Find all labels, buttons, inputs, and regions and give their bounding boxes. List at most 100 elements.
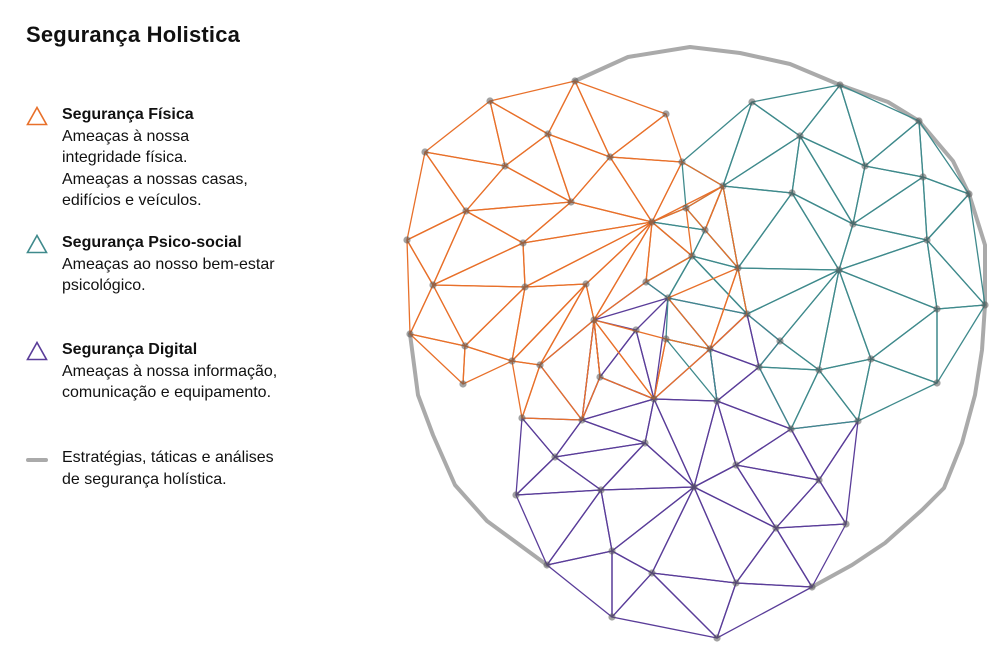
mesh-triangle <box>722 185 793 269</box>
line-icon <box>26 458 48 462</box>
legend-item-digital: Segurança Digital Ameaças à nossa inform… <box>26 339 356 404</box>
mesh-triangle <box>515 417 556 496</box>
mesh-node <box>596 373 604 381</box>
mesh-node <box>521 283 529 291</box>
mesh-triangle <box>704 185 739 269</box>
mesh-triangle <box>521 364 583 421</box>
mesh-node <box>648 218 656 226</box>
mesh-triangle <box>737 192 840 271</box>
mesh-triangle <box>746 269 840 342</box>
mesh-triangle <box>653 338 711 400</box>
mesh-triangle <box>735 464 820 529</box>
mesh-node <box>849 220 857 228</box>
mesh-triangle <box>522 201 653 244</box>
mesh-triangle <box>645 255 693 299</box>
legend-line: edifícios e veículos. <box>62 192 202 209</box>
mesh-node <box>536 361 544 369</box>
mesh-triangle <box>791 192 854 271</box>
mesh-triangle <box>432 242 526 288</box>
mesh-node <box>867 355 875 363</box>
mesh-node <box>690 483 698 491</box>
mesh-node <box>981 301 989 309</box>
mesh-node <box>965 190 973 198</box>
mesh-triangle <box>651 207 693 257</box>
mesh-triangle <box>722 135 801 194</box>
mesh-node <box>713 397 721 405</box>
mesh-psychosocial <box>645 84 986 430</box>
mesh-triangle <box>838 223 928 271</box>
mesh-triangle <box>609 113 683 163</box>
triangle-icon <box>26 341 48 361</box>
mesh-node <box>590 316 598 324</box>
mesh-node <box>543 561 551 569</box>
legend-line: Ameaças a nossas casas, <box>62 170 248 188</box>
mesh-node <box>501 162 509 170</box>
mesh-node <box>719 182 727 190</box>
mesh-triangle <box>926 239 986 310</box>
mesh-node <box>662 335 670 343</box>
mesh-triangle <box>737 267 840 315</box>
mesh-node <box>808 583 816 591</box>
mesh-node <box>582 280 590 288</box>
mesh-triangle <box>716 400 792 466</box>
mesh-node <box>544 130 552 138</box>
mesh-triangle <box>611 486 695 574</box>
mesh-triangle <box>922 176 970 241</box>
mesh-node <box>755 363 763 371</box>
mesh-triangle <box>791 135 854 225</box>
mesh-triangle <box>775 479 847 529</box>
mesh-triangle <box>709 348 760 402</box>
mesh-triangle <box>818 358 872 422</box>
mesh-node <box>608 547 616 555</box>
mesh-node <box>861 162 869 170</box>
mesh-node <box>776 337 784 345</box>
mesh-triangle <box>704 185 739 269</box>
mesh-triangle <box>465 165 572 212</box>
legend-text: Estratégias, táticas e análises de segur… <box>62 447 356 490</box>
legend-item-physical: Segurança Física Ameaças à nossa integri… <box>26 104 356 212</box>
mesh-triangle <box>799 84 866 167</box>
mesh-node <box>650 395 658 403</box>
mesh-node <box>486 97 494 105</box>
mesh-triangle <box>465 201 572 244</box>
mesh-node <box>835 266 843 274</box>
mesh-triangle <box>462 345 513 385</box>
mesh-node <box>678 158 686 166</box>
mesh-triangle <box>751 84 841 137</box>
mesh-triangle <box>651 572 737 639</box>
mesh-triangle <box>653 398 718 488</box>
mesh-node <box>664 294 672 302</box>
legend-item-psychosocial: Segurança Psico-social Ameaças ao nosso … <box>26 232 356 297</box>
legend-heading: Segurança Física <box>62 106 194 123</box>
mesh-node <box>461 342 469 350</box>
mesh-triangle <box>693 464 777 529</box>
mesh-node <box>421 148 429 156</box>
mesh-node <box>641 439 649 447</box>
legend-text: Segurança Física Ameaças à nossa integri… <box>62 104 356 212</box>
mesh-node <box>606 153 614 161</box>
mesh-triangle <box>406 239 434 335</box>
legend-text: Segurança Digital Ameaças à nossa inform… <box>62 339 356 404</box>
mesh-node <box>571 77 579 85</box>
mesh-triangle <box>651 221 706 257</box>
mesh-triangle <box>539 283 595 366</box>
mesh-triangle <box>685 185 724 231</box>
mesh-node <box>682 204 690 212</box>
mesh-node <box>597 486 605 494</box>
legend-line: Ameaças à nossa <box>62 127 190 145</box>
mesh-triangle <box>775 523 847 588</box>
legend-line: psicológico. <box>62 277 146 294</box>
holistic-boundary <box>408 45 987 589</box>
legend-line: de segurança holística. <box>62 470 227 488</box>
mesh-node <box>713 634 721 642</box>
page-title: Segurança Holistica <box>26 22 241 47</box>
legend-text: Segurança Psico-social Ameaças ao nosso … <box>62 232 356 297</box>
mesh-triangle <box>918 120 970 195</box>
mesh-digital <box>515 281 859 639</box>
mesh-node <box>429 281 437 289</box>
mesh-triangle <box>515 456 602 496</box>
mesh-triangle <box>716 366 792 430</box>
mesh-node <box>796 132 804 140</box>
mesh-triangle <box>521 417 583 458</box>
